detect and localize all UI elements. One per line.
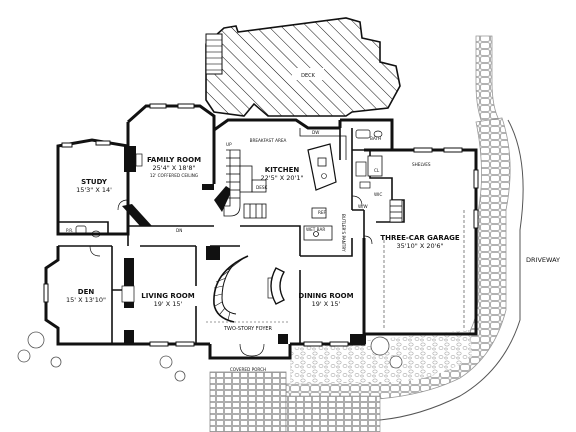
den-dims: 15' X 13'10": [66, 296, 106, 304]
driveway-label: DRIVEWAY: [526, 256, 560, 264]
foyer-label: TWO-STORY FOYER: [223, 326, 273, 332]
bath-label: BATH: [370, 136, 381, 141]
shelves-label: SHELVES: [412, 162, 431, 167]
kitchen-island: [307, 143, 337, 191]
windows: [43, 103, 479, 347]
dining-room-dims: 19' X 15': [312, 300, 341, 308]
deck-label: DECK: [301, 73, 316, 79]
study-name: STUDY: [81, 178, 108, 186]
doors: [89, 195, 373, 357]
room-labels: FAMILY ROOM 25'4" X 18'8" 12' COFFERED C…: [66, 138, 460, 372]
fireplaces: [121, 153, 279, 303]
exterior-walls: [44, 104, 478, 360]
kitchen-counters: [251, 128, 347, 241]
family-room-name: FAMILY ROOM: [147, 156, 201, 164]
family-room-dims: 25'4" X 18'8": [153, 164, 196, 172]
closet-label: CL: [374, 168, 380, 173]
living-room-name: LIVING ROOM: [141, 292, 194, 300]
living-room-dims: 19' X 15': [154, 300, 183, 308]
desk-label: DESK: [256, 185, 268, 190]
garage-door-tracks: [383, 210, 465, 330]
foyer-column-curve: [270, 267, 285, 305]
garage-name: THREE-CAR GARAGE: [380, 234, 460, 242]
garage-stairs: [367, 155, 403, 223]
refrigerator-label: REF: [318, 210, 327, 215]
dining-room-name: DINING ROOM: [298, 292, 353, 300]
dishwasher-label: DW: [312, 130, 319, 135]
wic-label: WIC: [374, 192, 382, 197]
wet-bar-label: WET BAR: [306, 227, 325, 232]
kitchen-dims: 22'5" X 20'1": [261, 174, 304, 182]
family-room-note: 12' COFFERED CEILING: [150, 173, 198, 178]
stair-up-label: UP: [226, 142, 232, 147]
kitchen-name: KITCHEN: [265, 166, 300, 174]
den-name: DEN: [78, 288, 95, 296]
wall-accents: [122, 146, 366, 344]
powder-room-label: P.R.: [66, 228, 73, 233]
garage-dims: 35'10" X 20'6": [396, 242, 443, 250]
interior-walls: [58, 128, 405, 344]
ww-label: W/W: [358, 204, 368, 209]
bath-fixtures: [75, 129, 383, 238]
deck: DECK: [205, 17, 401, 117]
study-dims: 15'3" X 14': [76, 186, 112, 194]
porch-label: COVERED PORCH: [230, 367, 266, 372]
stair-down-label: DN: [176, 228, 182, 233]
rear-stairs: [223, 149, 267, 219]
front-walkway: [209, 371, 381, 432]
butlers-pantry-label: BUTLER'S PANTRY: [341, 214, 346, 252]
fixture-labels: DRIVEWAY BATH WET BAR BUTLER'S PANTRY DE…: [66, 130, 560, 264]
gas-fireplace-label: GAS FP: [131, 154, 136, 170]
breakfast-label: BREAKFAST AREA: [250, 138, 287, 143]
shrubs: [17, 331, 403, 382]
driveway-edge: [379, 119, 524, 421]
foyer-curved-stair: [213, 255, 249, 323]
